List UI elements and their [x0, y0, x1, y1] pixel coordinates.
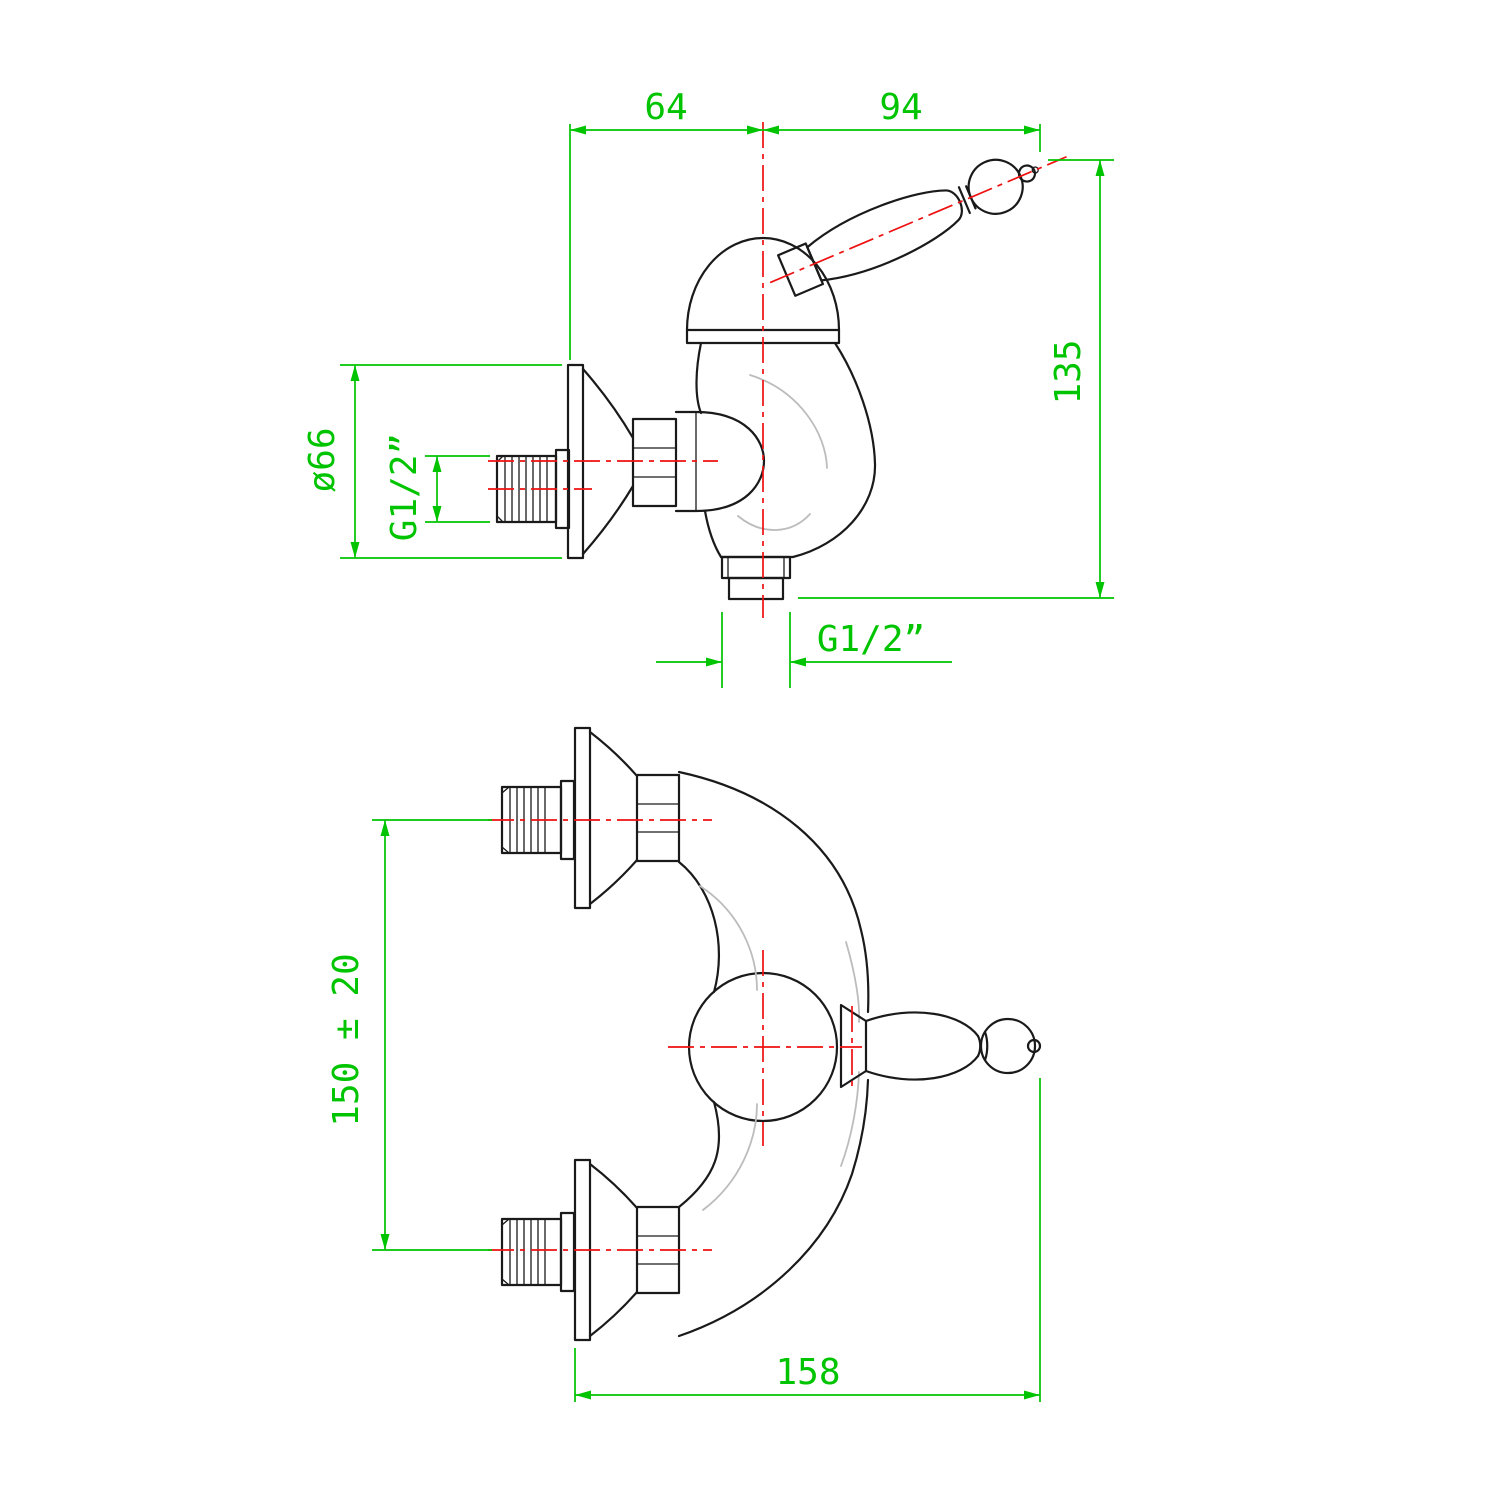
side-valve-housing	[674, 410, 766, 513]
dim-94-label: 94	[879, 87, 922, 128]
front-lower-hex-facets	[636, 1235, 680, 1265]
body-left-lower	[703, 509, 723, 559]
side-hex-nut	[631, 417, 678, 508]
front-handle-tip	[1026, 1038, 1042, 1054]
front-handle-collar	[983, 1030, 989, 1062]
arrow	[575, 1390, 591, 1400]
front-body-inner-upper	[677, 860, 720, 994]
arrow	[1095, 160, 1105, 176]
arrow	[380, 1234, 390, 1250]
outlet-nipple	[727, 576, 785, 601]
ext-lines-158	[574, 1078, 1041, 1402]
arrow	[432, 506, 442, 522]
dim-150-label: 150 ± 20	[326, 953, 367, 1126]
side-centerlines	[488, 122, 1067, 618]
front-upper-hex	[635, 773, 681, 863]
front-lower-cone-top	[588, 1162, 639, 1210]
handle-ball	[967, 158, 1024, 215]
arrow	[747, 125, 763, 135]
front-upper-cone-bottom	[588, 858, 639, 906]
body-detail-arc-2	[737, 513, 811, 531]
front-detail-arc-1	[699, 885, 758, 991]
side-hex-facets	[632, 447, 677, 478]
front-handle-ball	[979, 1017, 1037, 1075]
ext-lines-150	[372, 819, 492, 1251]
side-dimensions: 64 94 135 ø66 G1/2” G1/2”	[302, 87, 1114, 688]
front-upper-cone-top	[588, 730, 639, 778]
arrow	[1095, 582, 1105, 598]
arrow	[763, 125, 779, 135]
body-right	[791, 341, 877, 559]
outlet-ring-ticks	[727, 556, 785, 579]
front-upper-hex-facets	[636, 803, 680, 833]
body-detail-arc-1	[749, 374, 828, 469]
arrow	[432, 456, 442, 472]
front-lower-nipple-collar	[559, 1211, 576, 1293]
ext-lines-outlet	[721, 612, 791, 688]
handle-axis	[769, 155, 1067, 284]
side-cone-top	[581, 367, 635, 440]
dim-outlet-thread-label: G1/2”	[817, 619, 925, 660]
dim-135-label: 135	[1048, 339, 1089, 404]
arrow	[570, 125, 586, 135]
dim-64-label: 64	[644, 87, 687, 128]
arrow	[706, 657, 722, 667]
side-view	[495, 158, 1039, 601]
arrow	[790, 657, 806, 667]
arrow	[350, 365, 360, 381]
front-body-outer-lower	[677, 1078, 870, 1338]
front-handle-stem	[839, 1003, 868, 1089]
arrow	[380, 820, 390, 836]
front-detail-arc-4	[840, 1071, 860, 1167]
front-handle-grip-bottom	[864, 1054, 980, 1081]
dim-158-label: 158	[775, 1352, 840, 1393]
body-left-upper	[695, 341, 703, 415]
dim-inlet-thread-label: G1/2”	[384, 433, 425, 541]
arrow	[1024, 125, 1040, 135]
front-detail-arc-2	[702, 1103, 758, 1211]
front-body-outer-upper	[677, 770, 870, 1014]
outlet-ring	[720, 555, 792, 580]
front-lower-cone-bottom	[588, 1290, 639, 1338]
arrow	[1024, 1390, 1040, 1400]
front-upper-thread-chamfer	[501, 786, 510, 854]
side-cone-bottom	[581, 484, 635, 556]
front-lower-thread-lines	[509, 1218, 546, 1286]
front-handle-grip-top	[864, 1011, 980, 1038]
front-centerlines	[488, 819, 862, 1251]
front-dimensions: 150 ± 20 158	[326, 819, 1041, 1402]
dim-dia66-label: ø66	[302, 427, 343, 492]
front-lower-thread-chamfer	[501, 1218, 510, 1286]
handle-grip	[806, 189, 963, 282]
dome-cap	[685, 236, 841, 332]
front-body-inner-lower	[677, 1100, 721, 1209]
arrow	[350, 542, 360, 558]
front-upper-wall-plate	[573, 726, 592, 910]
